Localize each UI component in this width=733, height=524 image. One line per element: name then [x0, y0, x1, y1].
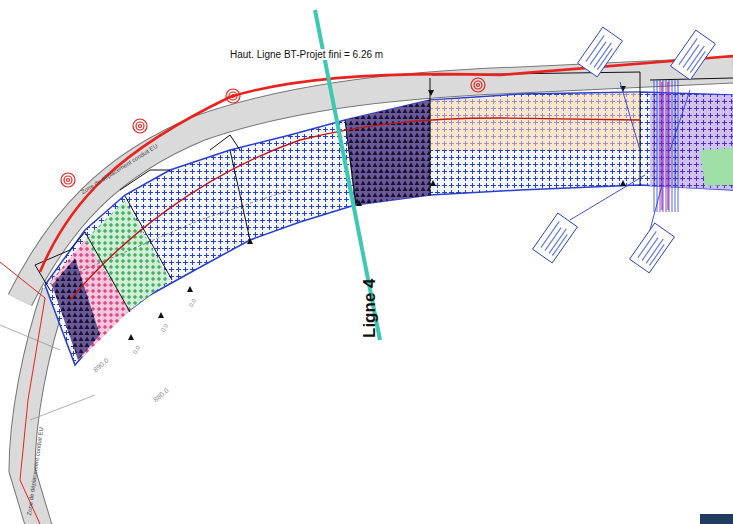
offset-value: 0.0 [132, 345, 142, 356]
offset-value: 0.0 [160, 323, 170, 334]
elevation-value: 890.0 [92, 357, 110, 374]
offset-value: 0.0 [188, 298, 198, 309]
line-height-note: Haut. Ligne BT-Projet fini = 6.26 m [228, 49, 385, 60]
elevation-value: 880.0 [152, 387, 170, 404]
section-line-name: Ligne 4 [361, 278, 380, 338]
